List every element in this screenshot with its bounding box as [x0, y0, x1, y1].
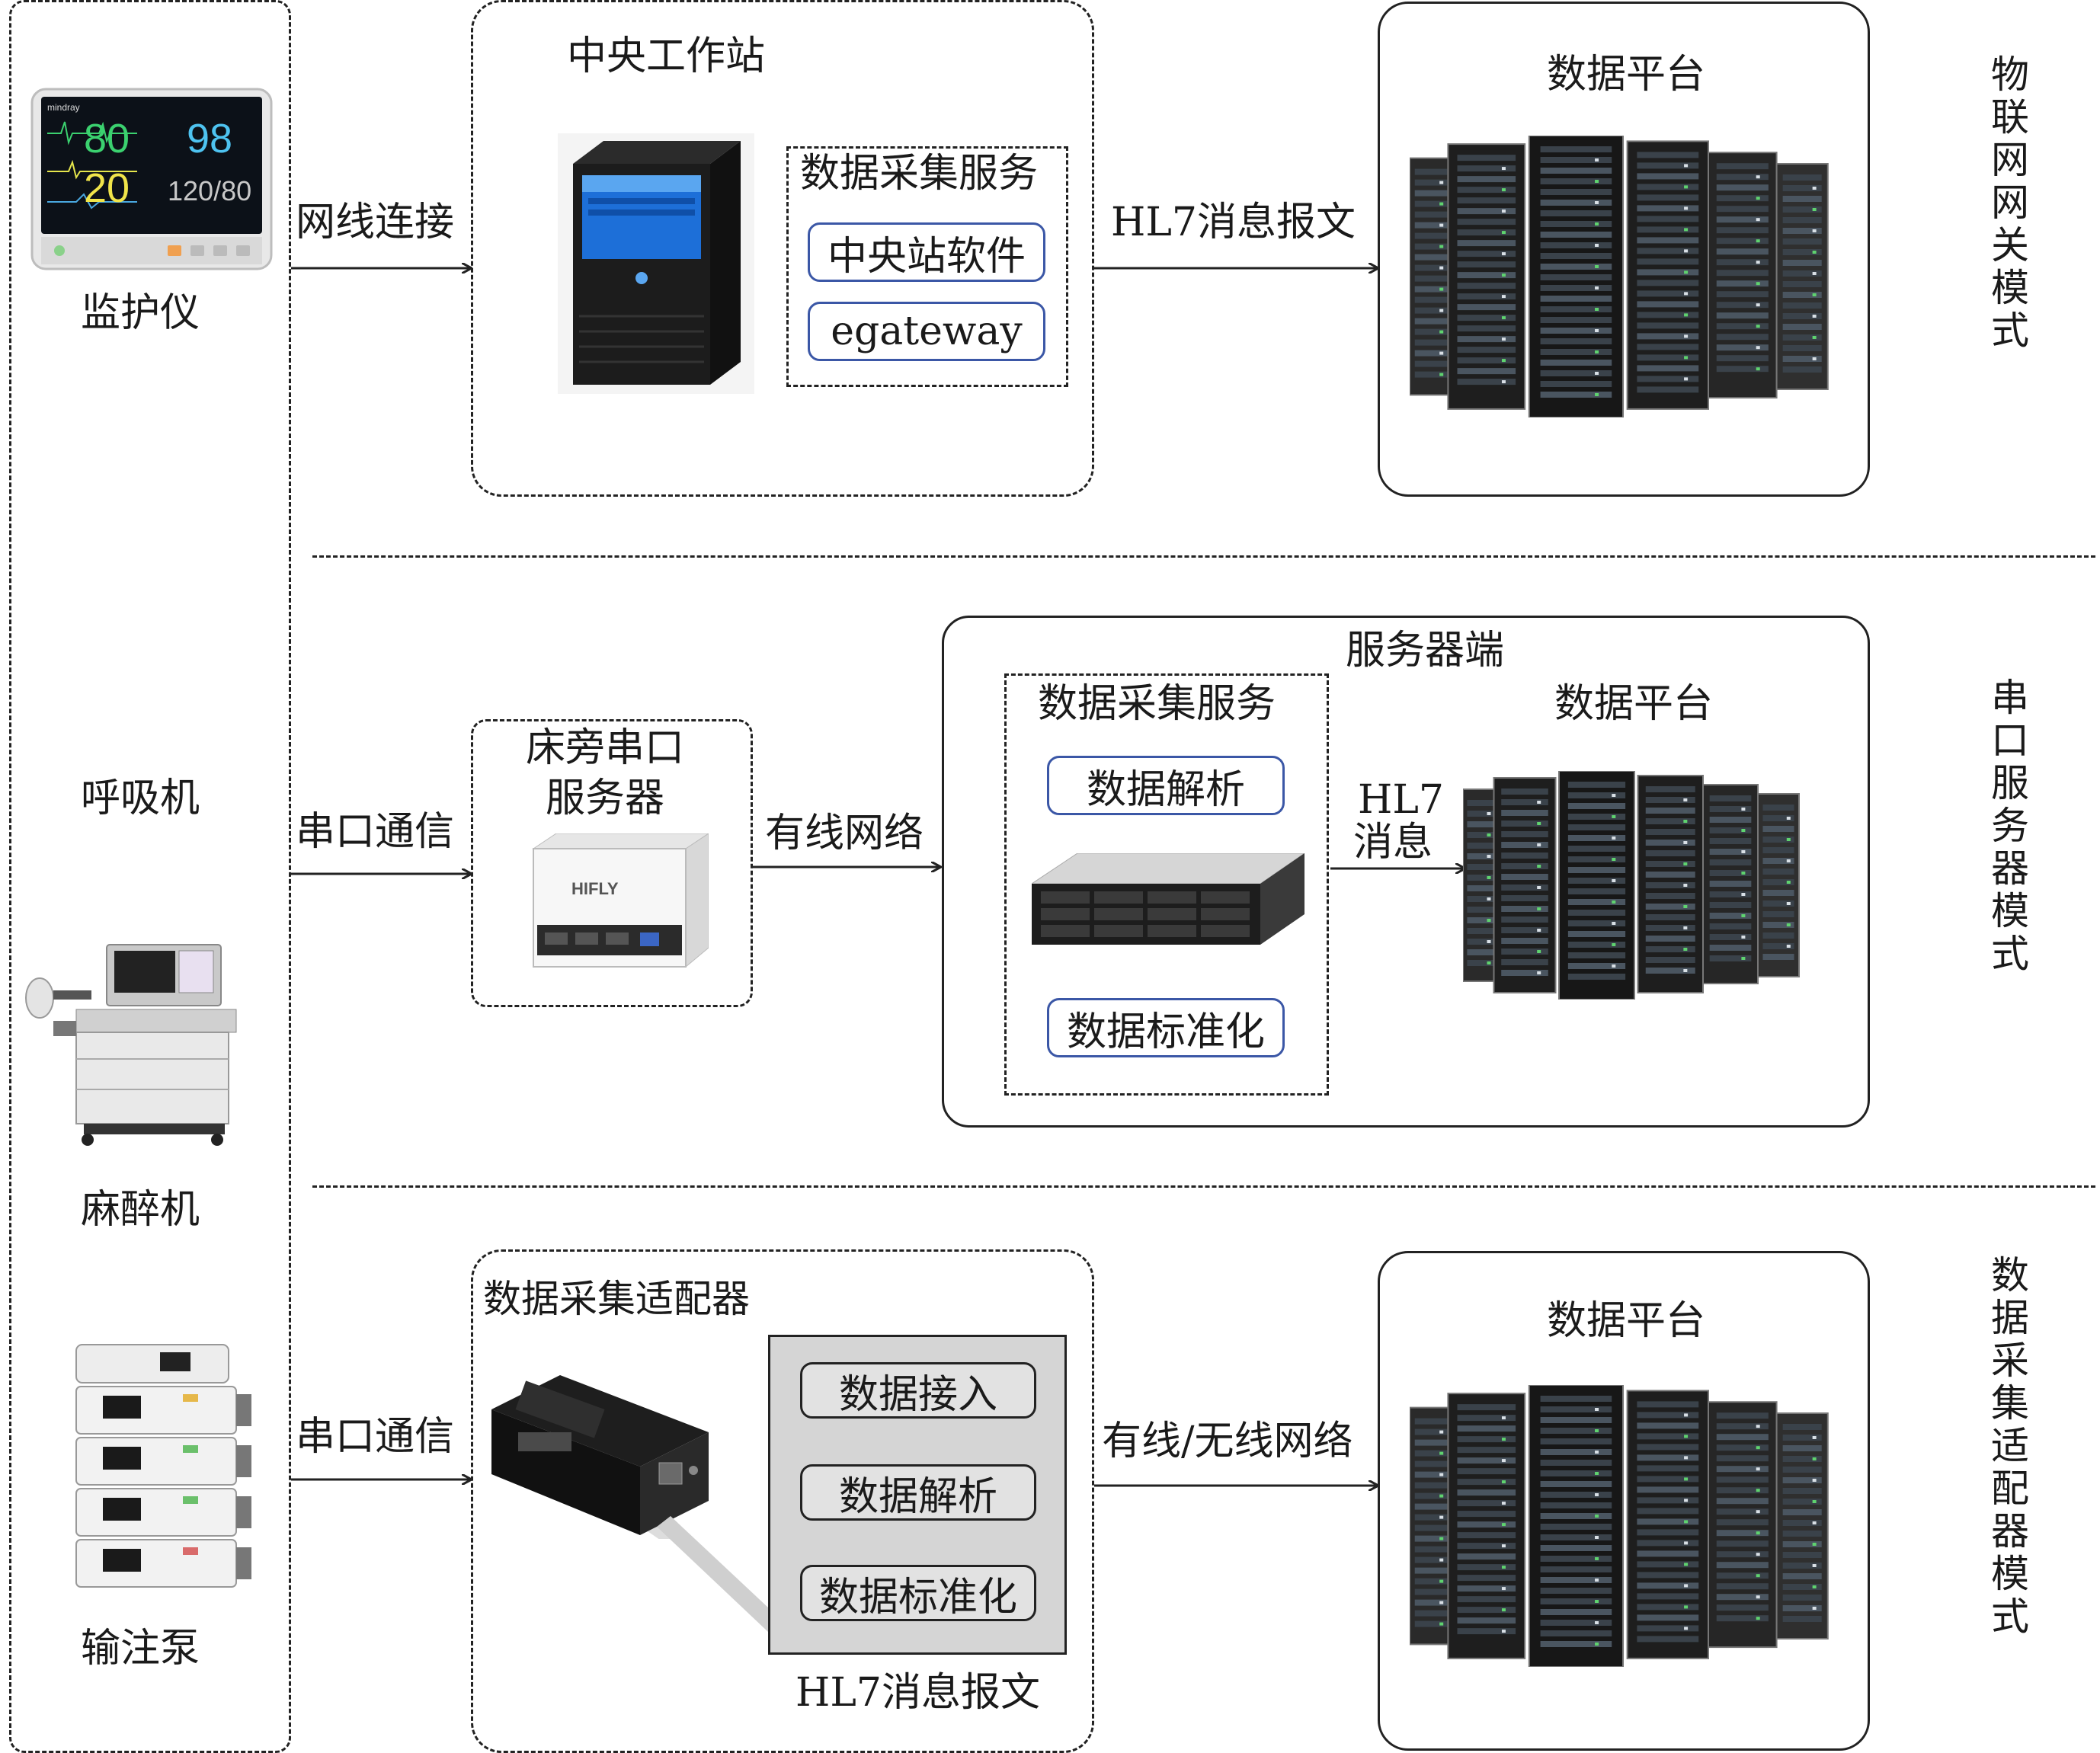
serial-server-box — [471, 719, 753, 1007]
row3-net-label: 有线/无线网络 — [1102, 1419, 1353, 1464]
serial-server-title-line2: 服务器 — [546, 776, 665, 821]
serial-device-image: HIFLY — [526, 833, 710, 978]
row3-access-pill: 数据接入 — [800, 1362, 1036, 1419]
device-column — [9, 0, 291, 1753]
row2-mode-label: 串口服务器模式 — [1991, 676, 2029, 976]
egateway-pill: egateway — [808, 302, 1045, 361]
anesthesia-machine-image — [23, 937, 251, 1147]
row1-link-label: 网线连接 — [296, 200, 455, 245]
serial-device-brand: HIFLY — [571, 879, 619, 898]
central-station-box — [471, 0, 1094, 497]
anesthesia-label: 麻醉机 — [81, 1187, 200, 1233]
row2-standardize-pill: 数据标准化 — [1047, 998, 1285, 1057]
ventilator-label: 呼吸机 — [81, 776, 200, 821]
central-station-title: 中央工作站 — [567, 34, 766, 79]
server-end-box — [942, 616, 1870, 1128]
server-end-title: 服务器端 — [1346, 628, 1505, 673]
pc-tower-image — [558, 133, 754, 394]
monitor-spo2: 98 — [187, 116, 232, 162]
row1-msg-label: HL7消息报文 — [1111, 200, 1356, 245]
row3-link-label: 串口通信 — [296, 1414, 455, 1460]
patient-monitor-image: mindray 80 98 20 120/80 — [30, 88, 273, 273]
row1-server-racks-image — [1409, 135, 1836, 418]
row3-platform-title: 数据平台 — [1547, 1298, 1706, 1344]
row1-platform-box — [1378, 2, 1870, 497]
row3-parse-pill: 数据解析 — [800, 1464, 1036, 1521]
row1-platform-title: 数据平台 — [1547, 52, 1706, 98]
row1-service-title: 数据采集服务 — [800, 151, 1039, 197]
row3-platform-box — [1378, 1251, 1870, 1751]
monitor-rr: 20 — [84, 165, 130, 211]
row3-mode-label: 数据采集适配器模式 — [1991, 1253, 2029, 1639]
monitor-brand: mindray — [47, 102, 80, 113]
row1-mode-label: 物联网网关模式 — [1991, 53, 2029, 353]
central-software-pill: 中央站软件 — [808, 222, 1045, 282]
infusion-pump-image — [69, 1341, 259, 1600]
row2-link-label: 串口通信 — [296, 809, 455, 855]
row2-net-label: 有线网络 — [765, 811, 924, 856]
rack-server-image — [1030, 853, 1306, 951]
monitor-hr: 80 — [84, 116, 130, 162]
row2-service-box — [1004, 673, 1329, 1096]
adapter-box — [471, 1249, 1094, 1753]
divider-1 — [312, 555, 2095, 558]
row3-msg-label: HL7消息报文 — [796, 1670, 1040, 1716]
serial-server-title-line1: 床旁串口 — [526, 725, 685, 771]
row3-standardize-pill: 数据标准化 — [800, 1565, 1036, 1621]
row1-service-box — [786, 146, 1068, 387]
row2-service-title: 数据采集服务 — [1038, 681, 1276, 727]
row2-server-racks-image — [1462, 770, 1806, 1000]
adapter-title: 数据采集适配器 — [483, 1277, 750, 1321]
monitor-label: 监护仪 — [81, 290, 200, 336]
row2-platform-title: 数据平台 — [1554, 681, 1714, 727]
row3-server-racks-image — [1409, 1384, 1836, 1668]
row2-msg-line2: 消息 — [1353, 820, 1433, 865]
row2-parse-pill: 数据解析 — [1047, 756, 1285, 815]
adapter-device-image — [488, 1371, 747, 1600]
row2-msg-line1: HL7 — [1358, 777, 1444, 823]
pump-label: 输注泵 — [81, 1626, 200, 1671]
monitor-nibp: 120/80 — [168, 175, 251, 206]
divider-2 — [312, 1185, 2095, 1188]
